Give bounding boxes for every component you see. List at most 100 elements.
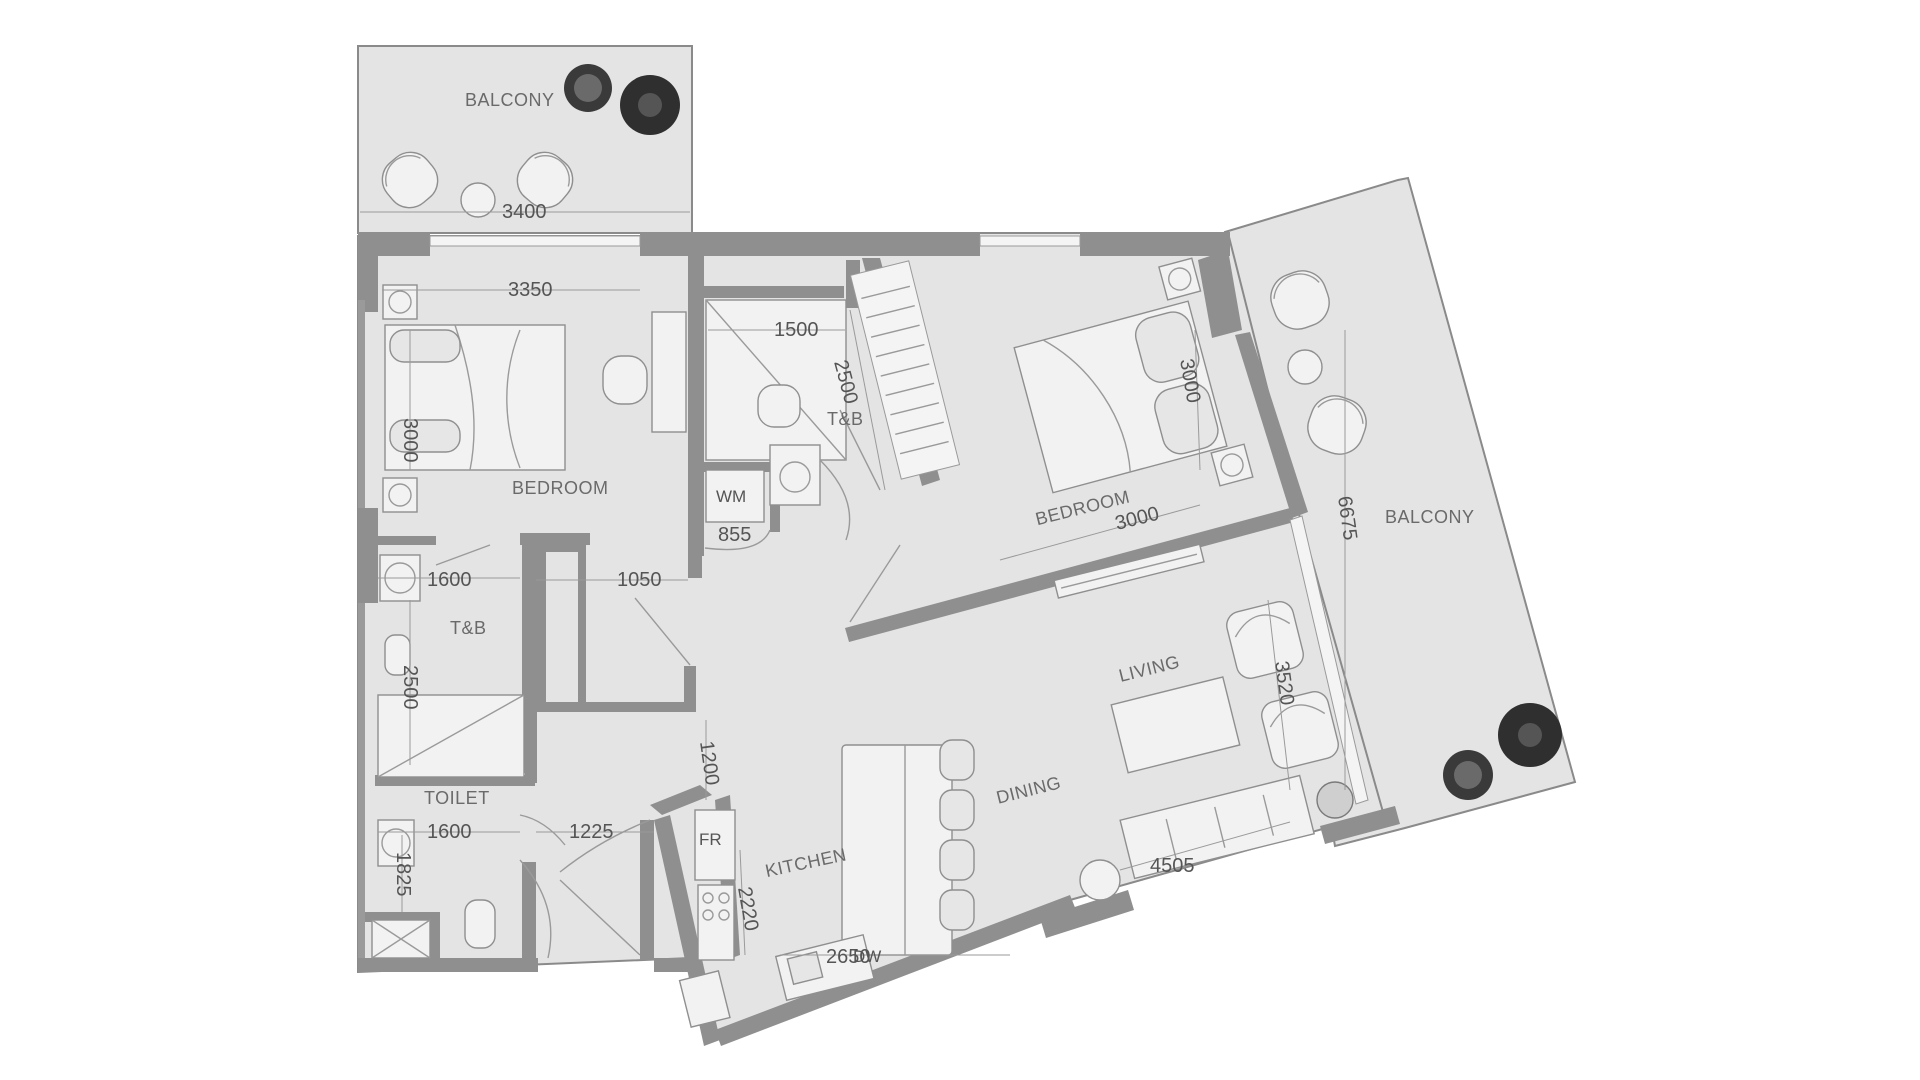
door-swing bbox=[704, 529, 771, 551]
dim-tb-left-depth: 2500 bbox=[399, 665, 421, 710]
coffee-table bbox=[1110, 676, 1241, 774]
wall bbox=[375, 775, 535, 785]
label-balcony-top: BALCONY bbox=[465, 90, 555, 110]
dim-wm-width: 855 bbox=[718, 524, 751, 546]
door-swing bbox=[559, 819, 651, 873]
dim-entry-width: 1225 bbox=[569, 821, 614, 843]
palm-icon bbox=[1498, 703, 1562, 767]
dim-balcony-top-width: 3400 bbox=[502, 201, 547, 223]
window bbox=[1289, 515, 1369, 805]
dim-living-width: 4505 bbox=[1150, 855, 1195, 877]
wall bbox=[688, 256, 704, 556]
wall bbox=[520, 533, 590, 545]
vanity bbox=[377, 819, 415, 867]
bar-stool bbox=[939, 789, 975, 831]
window bbox=[429, 235, 641, 247]
shaft bbox=[678, 970, 731, 1029]
label-toilet: TOILET bbox=[424, 788, 490, 808]
balcony-right-furniture bbox=[1270, 270, 1562, 800]
dim-tb-center-width: 1500 bbox=[774, 319, 819, 341]
dim-bedroom-left-depth: 3000 bbox=[399, 418, 421, 463]
vanity bbox=[769, 444, 821, 506]
wall bbox=[688, 548, 702, 578]
label-wm: WM bbox=[716, 487, 746, 506]
chair bbox=[1270, 270, 1330, 330]
dimension-lines bbox=[360, 211, 1346, 956]
window bbox=[979, 235, 1081, 247]
wall bbox=[525, 533, 537, 783]
wall bbox=[1235, 332, 1308, 518]
wall bbox=[378, 536, 436, 545]
tv-unit bbox=[1053, 543, 1205, 599]
plant-icon bbox=[1316, 781, 1354, 819]
chair bbox=[381, 151, 439, 209]
nightstand bbox=[1158, 257, 1202, 301]
wall bbox=[650, 785, 712, 815]
side-table bbox=[1287, 349, 1323, 385]
desk bbox=[651, 311, 687, 433]
wc bbox=[464, 899, 496, 949]
dining-island bbox=[841, 744, 953, 956]
wall bbox=[358, 232, 378, 312]
wall bbox=[365, 912, 435, 922]
wall bbox=[704, 286, 844, 298]
wall bbox=[704, 462, 774, 472]
kitchen-counter bbox=[774, 933, 875, 1002]
pillow bbox=[389, 329, 461, 363]
hangers bbox=[861, 285, 949, 455]
wall bbox=[522, 862, 536, 962]
door-swing bbox=[849, 544, 901, 623]
door-swing bbox=[519, 814, 566, 846]
dim-corridor-width: 1050 bbox=[617, 569, 662, 591]
lamp-icon bbox=[388, 290, 412, 314]
kitchen-fixtures bbox=[559, 809, 875, 1029]
label-tb-center: T&B bbox=[827, 409, 864, 429]
living-furniture bbox=[1053, 543, 1354, 901]
walls bbox=[358, 232, 1400, 1046]
wall bbox=[358, 300, 365, 970]
dim-toilet-width: 1600 bbox=[427, 821, 472, 843]
sink-icon bbox=[779, 461, 811, 493]
dim-toilet-depth: 1825 bbox=[392, 852, 414, 897]
tb-center-fixtures bbox=[704, 299, 851, 551]
lamp-icon bbox=[388, 483, 412, 507]
wall bbox=[1040, 890, 1134, 938]
wc bbox=[757, 384, 801, 428]
bar-stool bbox=[939, 739, 975, 781]
sofa bbox=[1119, 774, 1315, 880]
doors bbox=[435, 409, 901, 956]
wall bbox=[536, 702, 696, 712]
wall bbox=[654, 958, 694, 972]
wall bbox=[358, 958, 538, 972]
label-tb-left: T&B bbox=[450, 618, 487, 638]
wall bbox=[640, 232, 980, 256]
bed bbox=[1013, 300, 1228, 494]
door-swing bbox=[634, 597, 691, 666]
door-swing bbox=[819, 459, 851, 541]
bedroom-left-furniture bbox=[382, 284, 687, 513]
washing-machine bbox=[705, 469, 765, 523]
dim-tb-left-width: 1600 bbox=[427, 569, 472, 591]
nightstand bbox=[1210, 443, 1254, 487]
wall bbox=[684, 666, 696, 712]
label-balcony-right: BALCONY bbox=[1385, 507, 1475, 527]
chair bbox=[516, 151, 574, 209]
wall bbox=[1080, 232, 1230, 256]
shower-diagonal bbox=[377, 694, 525, 778]
side-table bbox=[1079, 859, 1121, 901]
nightstand bbox=[382, 477, 418, 513]
wall bbox=[845, 508, 1294, 642]
hob bbox=[697, 884, 735, 961]
door-swing bbox=[839, 409, 881, 491]
door-swing bbox=[559, 879, 641, 956]
wall bbox=[430, 912, 440, 962]
balcony-top-furniture bbox=[381, 64, 680, 218]
plant-icon bbox=[564, 64, 612, 112]
dim-bedroom-left-width: 3350 bbox=[508, 279, 553, 301]
dimension-labels: 3400 3350 3000 1500 2500 3000 3000 855 1… bbox=[392, 201, 1361, 968]
fixture-labels: WM FR DW bbox=[699, 487, 881, 966]
dim-kitchen-width: 2650 bbox=[826, 946, 871, 968]
chair bbox=[1307, 395, 1367, 455]
fridge bbox=[694, 809, 736, 881]
